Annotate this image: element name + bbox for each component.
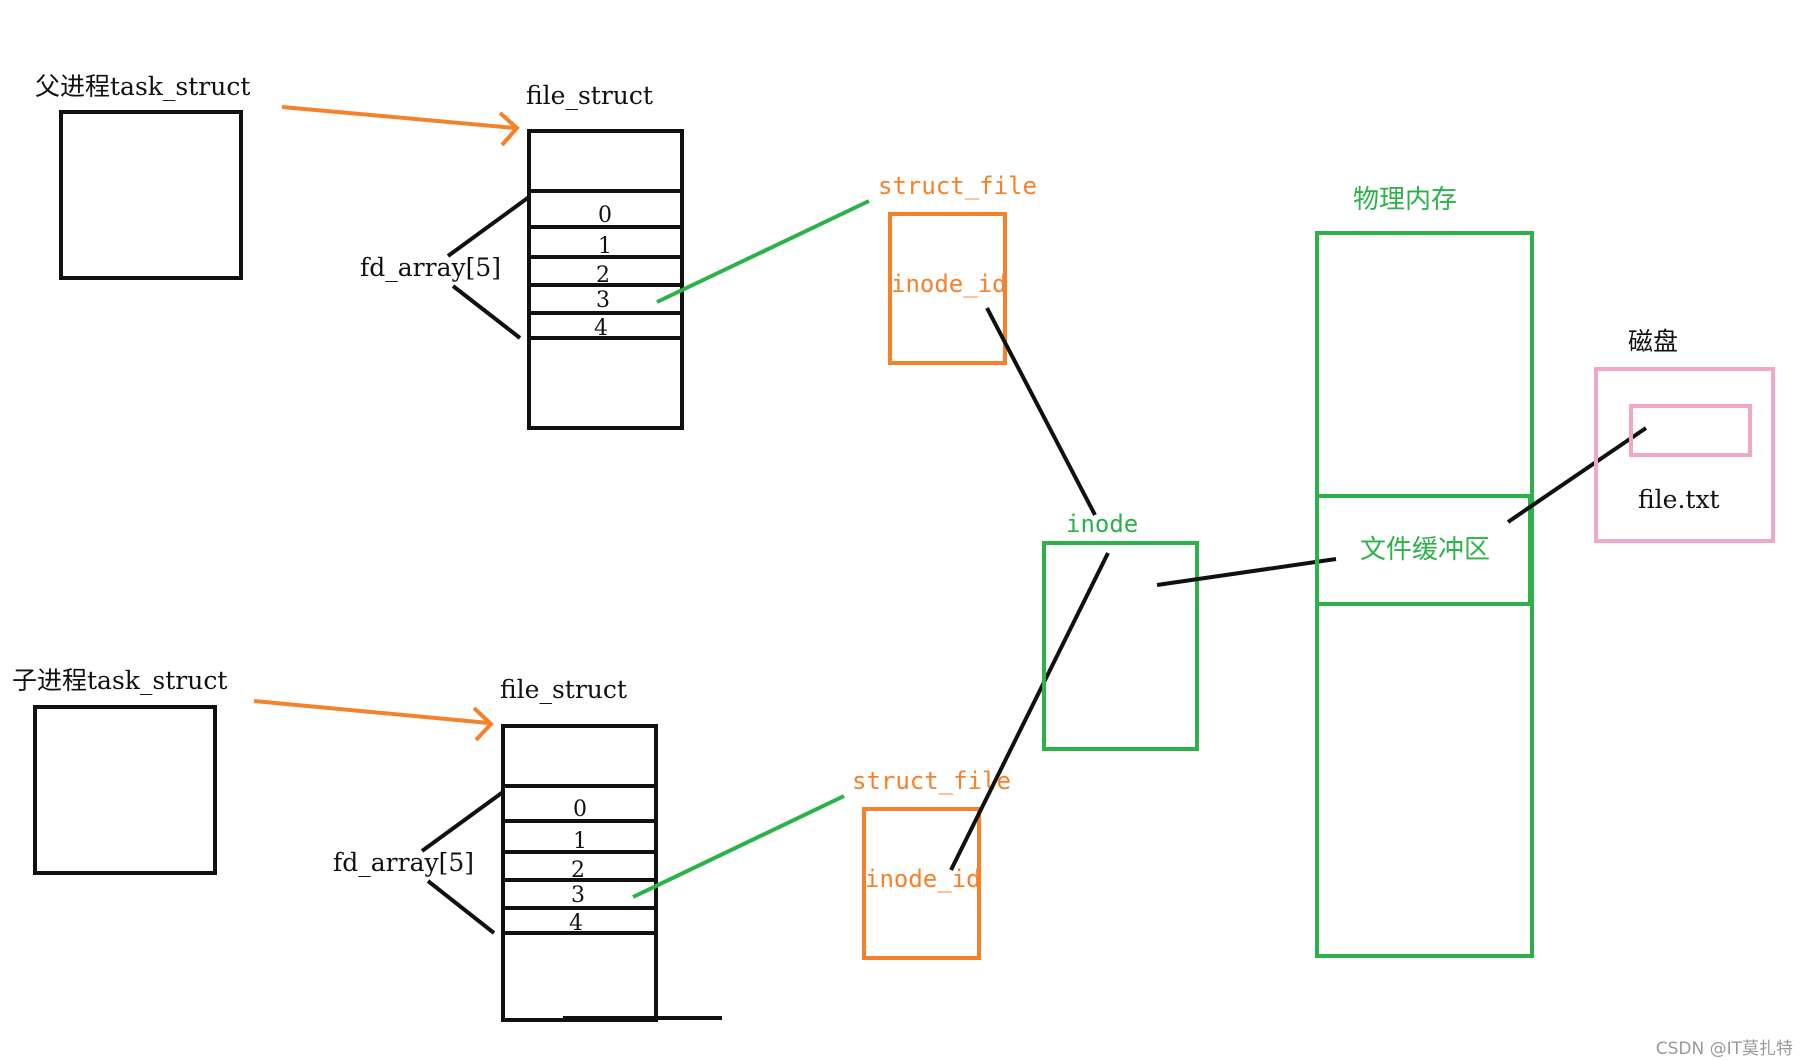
child-task-struct-box xyxy=(33,705,217,875)
child-fd-bracket-top xyxy=(420,790,505,853)
disk-box xyxy=(1594,367,1775,543)
inode-group: inode xyxy=(1042,510,1337,751)
child-fd-bracket-bottom xyxy=(426,879,496,935)
inode-to-buffer-line xyxy=(1156,557,1337,587)
child-task-struct-label: 子进程task_struct xyxy=(12,666,227,695)
child-fd-index-0: 0 xyxy=(573,797,587,822)
parent-task-struct-box xyxy=(59,110,243,280)
parent-file-struct-box xyxy=(527,129,684,430)
parent-fd-index-2: 2 xyxy=(596,263,610,288)
child-arrow-head xyxy=(472,706,494,742)
inode-box xyxy=(1042,541,1199,751)
inode-label: inode xyxy=(1066,510,1138,538)
parent-inode-id-to-inode-line xyxy=(985,307,1097,516)
child-fd-index-3: 3 xyxy=(571,883,585,908)
child-inode-id-to-inode-line xyxy=(949,552,1110,871)
child-fd-index-1: 1 xyxy=(573,829,587,854)
child-process-group: 子进程task_struct file_struct 0 1 2 3 4 fd_… xyxy=(12,552,1110,1022)
child-struct-file-box xyxy=(862,807,981,960)
parent-fd-index-1: 1 xyxy=(598,234,612,259)
parent-fd-bracket-top xyxy=(446,195,531,258)
disk-file-box xyxy=(1629,404,1752,457)
watermark: CSDN @IT莫扎特 xyxy=(1656,1039,1793,1059)
parent-fd-array: 0 1 2 3 4 xyxy=(531,189,680,341)
parent-task-struct-label: 父进程task_struct xyxy=(35,72,250,101)
child-inode-id-label: inode_id xyxy=(865,865,981,893)
parent-fd-bracket-bottom xyxy=(451,284,522,340)
child-struct-file-label: struct_file xyxy=(852,767,1011,795)
parent-inode-id-label: inode_id xyxy=(891,270,1007,298)
parent-file-struct-label: file_struct xyxy=(526,81,653,110)
child-task-to-file-struct-arrow xyxy=(253,699,490,725)
parent-process-group: 父进程task_struct file_struct 0 1 2 3 4 fd_… xyxy=(35,72,1097,516)
parent-fd3-to-struct-file-line xyxy=(656,199,870,304)
child-fd-array-label: fd_array[5] xyxy=(333,848,474,877)
parent-fd-index-4: 4 xyxy=(594,316,608,341)
parent-task-to-file-struct-arrow xyxy=(281,105,516,130)
parent-struct-file-label: struct_file xyxy=(878,172,1037,200)
physical-memory-group: 物理内存 文件缓冲区 xyxy=(1315,185,1648,958)
disk-file-label: file.txt xyxy=(1638,485,1720,514)
parent-arrow-head xyxy=(498,111,520,147)
parent-fd-index-3: 3 xyxy=(596,288,610,313)
parent-fd-array-label: fd_array[5] xyxy=(360,253,501,282)
child-fd3-to-struct-file-line xyxy=(632,794,845,899)
child-file-struct-label: file_struct xyxy=(500,675,627,704)
parent-fd-index-0: 0 xyxy=(598,203,612,228)
disk-label: 磁盘 xyxy=(1628,327,1678,356)
file-buffer-label: 文件缓冲区 xyxy=(1360,535,1490,565)
buffer-to-disk-file-line xyxy=(1506,426,1648,524)
child-fd-array: 0 1 2 3 4 xyxy=(505,784,654,936)
child-fd-index-4: 4 xyxy=(569,911,583,936)
physical-memory-label: 物理内存 xyxy=(1353,185,1457,215)
parent-struct-file-box xyxy=(888,212,1007,365)
physical-memory-box xyxy=(1315,231,1534,958)
child-fd-index-2: 2 xyxy=(571,858,585,883)
disk-group: 磁盘 file.txt xyxy=(1594,327,1775,543)
